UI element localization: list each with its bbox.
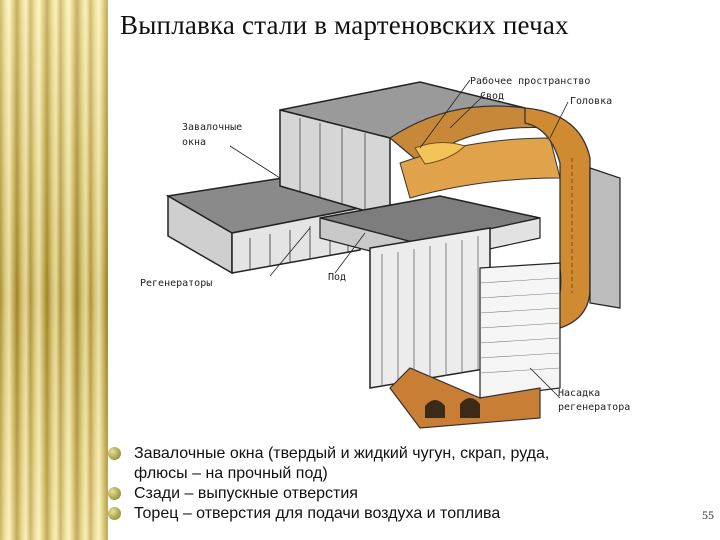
bullet-item: Сзади – выпускные отверстия [108,484,708,504]
furnace-illustration: Рабочее пространство Свод Головка Завало… [120,68,660,440]
label-charging-windows-2: окна [182,137,206,148]
bullet-text-continuation: флюсы – на прочный под) [134,465,328,482]
decorative-gold-strip [0,0,108,540]
label-hearth: Под [328,272,346,283]
bullet-item: Завалочные окна (твердый и жидкий чугун,… [108,444,708,484]
label-regenerators: Регенераторы [140,278,212,289]
label-working-space: Рабочее пространство [470,75,590,87]
bullet-icon [108,447,121,460]
label-heads: Головка [570,96,612,107]
working-chamber [280,82,560,218]
bullet-text: Сзади – выпускные отверстия [134,485,358,502]
bullet-text: Торец – отверстия для подачи воздуха и т… [134,505,500,522]
page-number: 55 [702,508,714,523]
label-roof: Свод [480,91,504,102]
open-hearth-furnace-diagram: Рабочее пространство Свод Головка Завало… [120,68,660,440]
label-charging-windows-1: Завалочные [182,122,242,133]
slide-title: Выплавка стали в мартеновских печах [120,10,710,41]
label-checker-2: регенератора [558,402,630,413]
bullet-item: Торец – отверстия для подачи воздуха и т… [108,504,708,524]
right-regenerator [370,228,560,428]
label-checker-1: Насадка [558,388,600,399]
bullet-icon [108,487,121,500]
bullet-text: Завалочные окна (твердый и жидкий чугун,… [134,445,549,462]
bullet-icon [108,507,121,520]
bullet-list: Завалочные окна (твердый и жидкий чугун,… [108,444,708,524]
slide: Выплавка стали в мартеновских печах [108,0,720,540]
